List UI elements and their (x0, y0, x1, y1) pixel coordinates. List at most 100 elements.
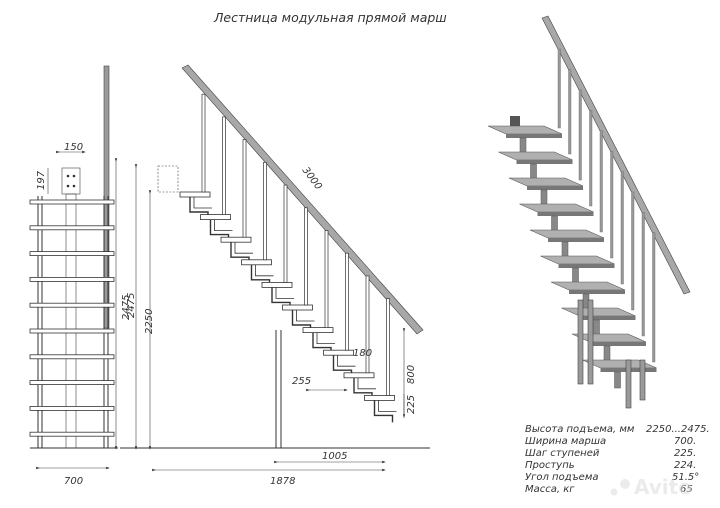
watermark-text: Avito (634, 475, 692, 499)
side-module (373, 400, 394, 423)
dim-tread: 180 (353, 348, 372, 359)
avito-watermark: Avito (610, 475, 692, 499)
iso-tread-edge (527, 186, 583, 190)
dim-run: 1005 (322, 451, 347, 462)
iso-baluster (620, 171, 624, 285)
front-tread (29, 251, 115, 257)
side-baluster (386, 298, 390, 396)
side-tread (364, 394, 395, 401)
iso-tread (519, 203, 594, 213)
front-tread (29, 354, 115, 360)
side-module-inner (378, 400, 397, 412)
side-tread (282, 304, 313, 311)
front-tread (29, 199, 115, 205)
front-tread (29, 380, 115, 386)
iso-tread (498, 151, 573, 161)
iso-tread-edge (558, 264, 615, 268)
spec-label: Угол подъема (525, 472, 599, 483)
spec-label: Масса, кг (525, 484, 575, 495)
side-module-inner (255, 264, 274, 277)
spec-label: Шаг ступеней (525, 448, 600, 459)
dim-step-height: 225 (406, 395, 417, 414)
front-tread (29, 302, 115, 308)
iso-baluster (589, 110, 593, 207)
iso-tread (582, 359, 657, 369)
iso-tread (561, 307, 636, 317)
side-baluster (304, 207, 308, 306)
side-tread (261, 281, 293, 288)
side-tread (220, 236, 252, 243)
dim-rise-800: 800 (406, 365, 417, 384)
iso-tread-edge (516, 160, 573, 164)
iso-tread (529, 229, 605, 239)
side-baluster (263, 161, 267, 261)
iso-tread (508, 177, 584, 187)
iso-tread-edge (506, 134, 562, 138)
iso-baluster (568, 69, 572, 155)
iso-tread-edge (569, 290, 625, 294)
front-tread (29, 328, 115, 334)
front-treads (29, 199, 115, 437)
side-tread (343, 372, 375, 379)
dim-side-height-floor: 2250 (144, 309, 155, 334)
dim-bracket-width: 150 (64, 142, 83, 153)
iso-tread-edge (590, 342, 646, 346)
side-baluster (242, 139, 247, 238)
iso-module (603, 345, 611, 363)
side-tread (241, 259, 272, 266)
iso-module (530, 163, 537, 181)
side-tread (302, 327, 334, 334)
iso-baluster (641, 212, 645, 337)
front-tread (29, 405, 115, 411)
side-baluster (365, 275, 370, 374)
iso-tread-edge (548, 238, 604, 242)
watermark-dot-icon (620, 479, 630, 489)
drawing-title: Лестница модульная прямой марш (213, 10, 447, 25)
side-baluster (201, 93, 206, 193)
iso-module (593, 319, 600, 337)
iso-module (540, 189, 548, 207)
iso-module (551, 215, 558, 233)
side-baluster (283, 184, 288, 283)
spec-value: 2250...2475. (646, 424, 710, 435)
front-tread (29, 431, 115, 437)
dim-total-length: 1878 (270, 476, 295, 487)
side-module-inner (214, 219, 233, 231)
dim-step-width: 255 (292, 376, 311, 387)
front-view: 150 197 2475 700 (29, 65, 132, 487)
side-view: 2475 2250 3000 800 225 180 255 1005 1878 (120, 64, 430, 487)
side-module-inner (316, 332, 335, 344)
side-module-inner (296, 310, 315, 322)
spec-table: Высота подъема, мм 2250...2475. Ширина м… (525, 424, 710, 495)
dim-front-width: 700 (64, 476, 83, 487)
spec-label: Ширина марша (525, 436, 606, 447)
dim-front-height: 2475 (121, 295, 132, 320)
side-module-inner (275, 287, 294, 299)
side-module-inner (357, 377, 376, 390)
iso-tread (550, 281, 626, 291)
side-top-slab (157, 165, 179, 193)
front-top-bracket (61, 167, 81, 195)
side-baluster (324, 230, 329, 328)
iso-baluster (599, 130, 603, 233)
iso-wall-bracket (510, 116, 520, 134)
iso-baluster (578, 89, 582, 181)
side-baluster (222, 116, 226, 215)
side-steps (179, 93, 397, 423)
spec-label: Проступь (525, 460, 575, 471)
side-baluster (345, 252, 349, 351)
spec-value: 700. (674, 436, 696, 447)
front-tread (29, 225, 115, 231)
iso-steps (487, 48, 657, 389)
spec-value: 225. (674, 448, 696, 459)
iso-tread-edge (579, 316, 636, 320)
iso-module (519, 137, 527, 155)
side-module-inner (337, 355, 356, 367)
iso-baluster (557, 48, 561, 129)
side-module-inner (193, 197, 212, 209)
side-tread (323, 349, 354, 356)
side-handrail (181, 64, 424, 335)
iso-tread (540, 255, 615, 265)
